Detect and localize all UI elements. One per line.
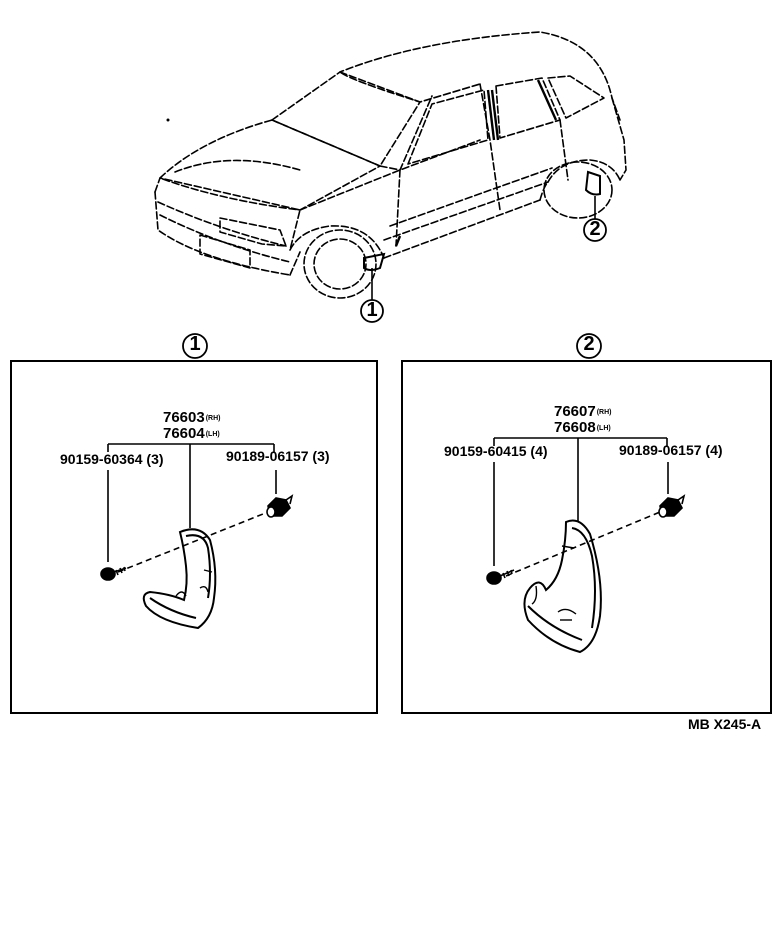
side-suffix: (LH) [596,425,611,432]
callout-circle-rear [583,218,607,242]
side-suffix: (RH) [205,415,221,422]
panel-front-leaders [107,443,277,573]
car-details [363,79,601,271]
clip-part-number-front: 90189-06157 (3) [226,448,330,464]
callout-label-front: 1 [366,299,378,321]
clip-rear [658,494,686,518]
part-number-rh-rear: 76607(RH) [554,404,612,419]
part-number-value: 76608 [554,419,596,436]
mudguard-rear [523,519,602,654]
part-number-lh-rear: 76608(LH) [554,420,611,435]
panel-rear-leaders [493,437,669,577]
stray-dot [166,118,170,122]
panel-rear-frame [401,360,772,714]
callout-circle-front [360,299,384,323]
screw-part-number-rear: 90159-60415 (4) [444,443,548,459]
callout-leaders [371,196,596,300]
part-number-value: 76607 [554,403,596,420]
panel-front-header-circle [182,333,208,359]
diagram-code: MB X245-A [688,716,762,732]
panel-rear-header-circle [576,333,602,359]
mudguard-front [142,528,217,630]
side-suffix: (LH) [205,431,220,438]
screw-part-number-front: 90159-60364 (3) [60,451,164,467]
side-suffix: (RH) [596,409,612,416]
screw-front [100,566,127,581]
part-number-lh-front: 76604(LH) [163,426,220,441]
panel-front-frame [10,360,378,714]
part-number-rh-front: 76603(RH) [163,410,221,425]
part-number-value: 76603 [163,409,205,426]
callout-label-rear: 2 [589,218,601,240]
panel-front-header-number: 1 [189,333,201,355]
screw-rear [486,569,515,585]
clip-front [266,494,294,518]
car-illustration [154,31,627,299]
panel-rear-header-number: 2 [583,333,595,355]
part-number-value: 76604 [163,425,205,442]
clip-part-number-rear: 90189-06157 (4) [619,442,723,458]
